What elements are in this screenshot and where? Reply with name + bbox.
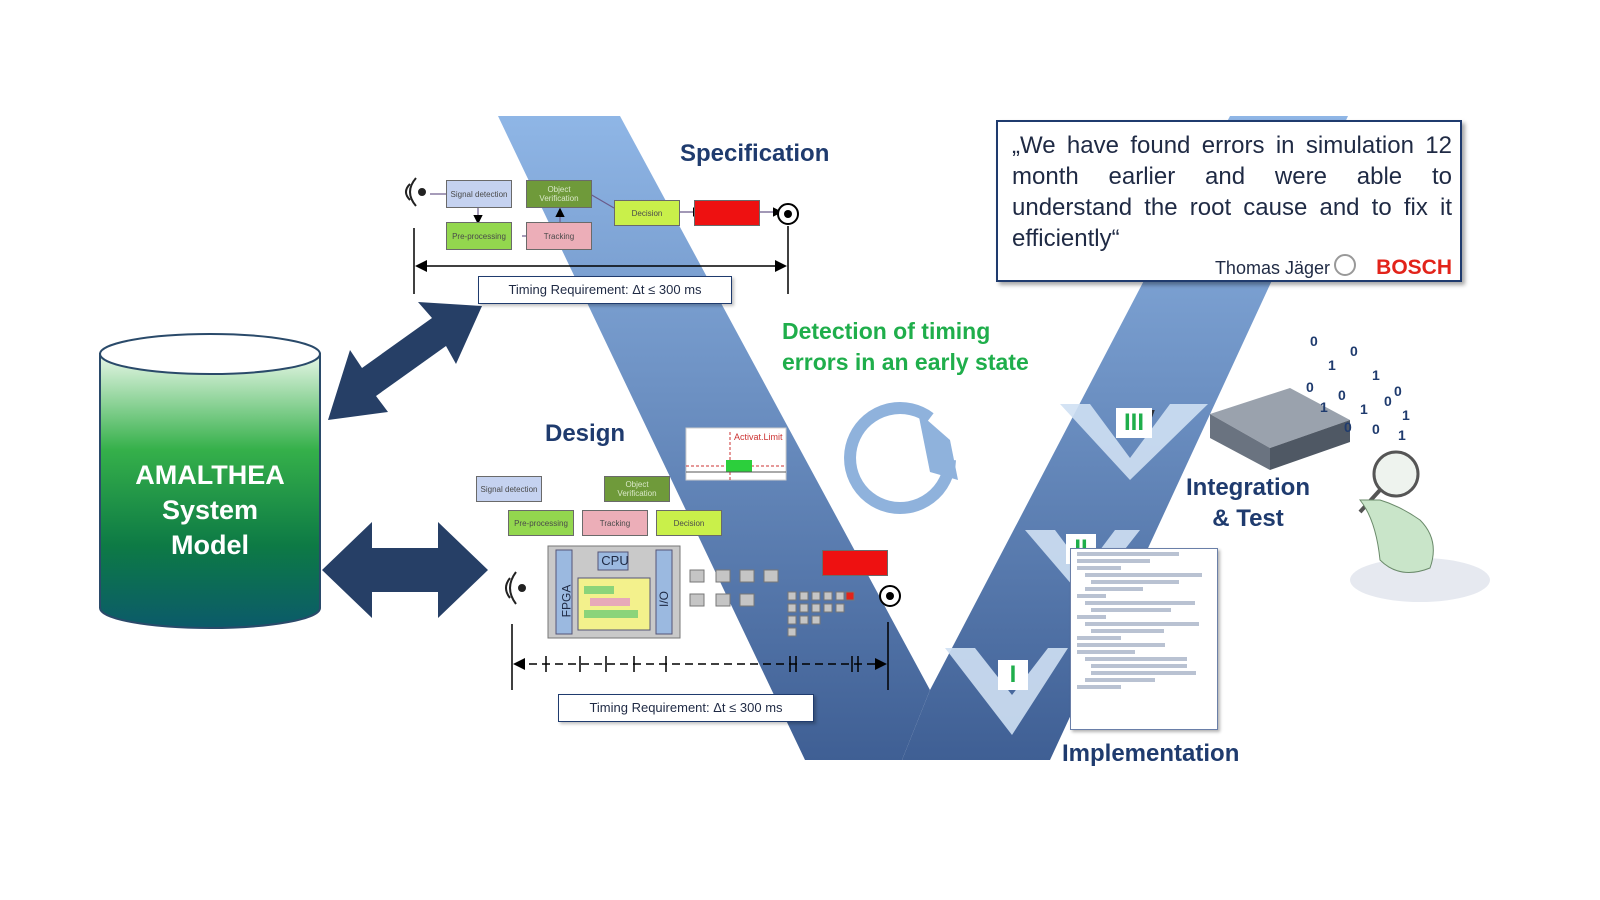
activat-limit-label: Activat.Limit bbox=[734, 432, 783, 442]
design-preprocessing: Pre-processing bbox=[508, 510, 574, 536]
io-label: I/O bbox=[657, 590, 672, 608]
spec-tracking: Tracking bbox=[526, 222, 592, 250]
svg-text:0: 0 bbox=[1394, 383, 1402, 399]
cpu-label: CPU bbox=[601, 553, 629, 568]
svg-text:1: 1 bbox=[1402, 407, 1410, 423]
svg-text:0: 0 bbox=[1306, 379, 1314, 395]
spec-signal-icon bbox=[405, 177, 426, 207]
spec-signal-detection: Signal detection bbox=[446, 180, 512, 208]
svg-text:0: 0 bbox=[1384, 393, 1392, 409]
design-signal-detection: Signal detection bbox=[476, 476, 542, 502]
design-signal-icon bbox=[505, 571, 526, 605]
spec-preprocessing: Pre-processing bbox=[446, 222, 512, 250]
cycle-arrow bbox=[844, 402, 958, 515]
specification-heading: Specification bbox=[680, 140, 830, 167]
magnifier-figure bbox=[1350, 450, 1490, 602]
svg-text:1: 1 bbox=[1360, 401, 1368, 417]
svg-text:1: 1 bbox=[1372, 367, 1380, 383]
spec-timeline bbox=[413, 226, 789, 294]
svg-text:1: 1 bbox=[1328, 357, 1336, 373]
implementation-heading: Implementation bbox=[1062, 740, 1240, 767]
level-badge-1: I bbox=[998, 660, 1028, 690]
double-arrow-top bbox=[328, 302, 482, 420]
fpga-label: FPGA bbox=[559, 584, 574, 618]
quote-author: Thomas Jäger bbox=[1214, 258, 1330, 278]
activation-chart bbox=[685, 427, 787, 481]
quote-box: „We have found errors in simulation 12 m… bbox=[996, 120, 1462, 282]
integration-test-heading: Integration & Test bbox=[1186, 474, 1310, 532]
amalthea-cylinder bbox=[99, 333, 321, 629]
level-chevrons bbox=[945, 404, 1208, 735]
design-tracking: Tracking bbox=[582, 510, 648, 536]
svg-text:0: 0 bbox=[1344, 419, 1352, 435]
svg-text:0: 0 bbox=[1350, 343, 1358, 359]
design-object-verification: Object Verification bbox=[604, 476, 670, 502]
quote-text: „We have found errors in simulation 12 m… bbox=[1012, 132, 1452, 252]
ecu-hardware bbox=[547, 545, 681, 639]
design-decision: Decision bbox=[656, 510, 722, 536]
svg-text:1: 1 bbox=[1320, 399, 1328, 415]
bosch-logo: BOSCH bbox=[1376, 256, 1452, 279]
design-heading: Design bbox=[545, 420, 626, 447]
design-output-block bbox=[822, 550, 888, 576]
svg-text:1: 1 bbox=[1398, 427, 1406, 443]
spec-timing-requirement: Timing Requirement: Δt ≤ 300 ms bbox=[478, 276, 732, 304]
code-listing bbox=[1070, 548, 1218, 730]
double-arrow-bottom bbox=[322, 522, 488, 618]
bosch-icon bbox=[1334, 254, 1356, 276]
spec-decision: Decision bbox=[614, 200, 680, 226]
detection-text: Detection of timing errors in an early s… bbox=[782, 318, 1029, 375]
design-timeline bbox=[511, 622, 889, 690]
design-target-icon bbox=[879, 585, 901, 607]
amalthea-label: AMALTHEA System Model bbox=[135, 460, 285, 560]
svg-text:0: 0 bbox=[1338, 387, 1346, 403]
svg-text:0: 0 bbox=[1372, 421, 1380, 437]
svg-text:0: 0 bbox=[1310, 333, 1318, 349]
network-blocks bbox=[689, 569, 855, 637]
design-timing-requirement: Timing Requirement: Δt ≤ 300 ms bbox=[558, 694, 814, 722]
spec-target-icon bbox=[777, 203, 799, 225]
spec-output-block bbox=[694, 200, 760, 226]
spec-object-verification: Object Verification bbox=[526, 180, 592, 208]
level-badge-3: III bbox=[1116, 408, 1152, 438]
